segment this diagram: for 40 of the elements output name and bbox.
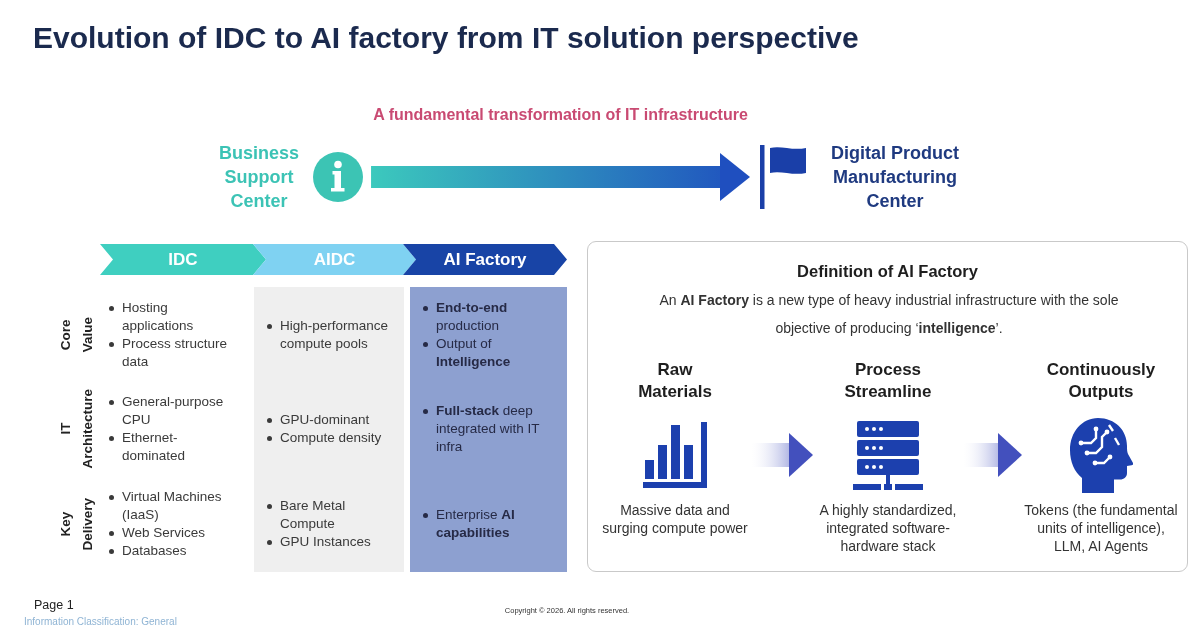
shaded-column xyxy=(254,287,404,572)
step-heading: Raw Materials xyxy=(638,359,712,403)
panel-heading: Definition of AI Factory xyxy=(797,261,978,281)
list-item: Virtual Machines (IaaS) xyxy=(122,488,223,524)
column-header: IDC xyxy=(100,244,266,275)
milestone-label: Business Support Center xyxy=(219,142,300,213)
list-item: GPU Instances xyxy=(280,533,372,551)
list-item: Hosting applications xyxy=(122,299,195,335)
highlighted-column xyxy=(410,287,567,572)
classification-note: Information Classification: General xyxy=(24,615,177,628)
list-item: Enterprise AI capabilities xyxy=(436,506,516,542)
row-header: Core Value xyxy=(57,317,96,353)
definition-text: An AI Factory is a new type of heavy industrial infrastructure with the sole objective of producing ‘intelligence’. xyxy=(658,291,1120,338)
step-description: A highly standardized, integrated software-hardware stack xyxy=(818,501,958,555)
list-item: Process structure data xyxy=(122,335,229,371)
list-item: General-purpose CPU xyxy=(122,393,225,429)
transition-arrow xyxy=(371,153,750,201)
step-heading: Continuously Outputs xyxy=(1046,359,1156,403)
page-number: Page 1 xyxy=(34,597,74,613)
list-item: Bare Metal Compute xyxy=(280,497,347,533)
column-header: AIDC xyxy=(253,244,416,275)
list-item: Ethernet-dominated xyxy=(122,429,187,465)
list-item: Full-stack deep integrated with IT infra xyxy=(436,402,541,456)
list-item: Databases xyxy=(122,542,188,560)
row-header: Key Delivery xyxy=(57,497,96,551)
row-header: IT Architecture xyxy=(57,389,96,469)
slide-title: Evolution of IDC to AI factory from IT solution perspective xyxy=(33,20,859,56)
step-description: Massive data and surging compute power xyxy=(601,501,749,537)
list-item: End-to-end production xyxy=(436,299,509,335)
step-heading: Process Streamline xyxy=(844,359,932,403)
definition-panel xyxy=(587,241,1188,572)
list-item: High-performance compute pools xyxy=(280,317,390,353)
list-item: GPU-dominant xyxy=(280,411,371,429)
list-item: Output of Intelligence xyxy=(436,335,512,371)
column-header: AI Factory xyxy=(403,244,567,275)
edge-label: A fundamental transformation of IT infrastructure xyxy=(373,105,748,125)
list-item: Web Services xyxy=(122,524,207,542)
list-item: Compute density xyxy=(280,429,383,447)
milestone-label: Digital Product Manufacturing Center xyxy=(830,142,960,213)
step-description: Tokens (the fundamental units of intelligence), LLM, AI Agents xyxy=(1023,501,1179,555)
